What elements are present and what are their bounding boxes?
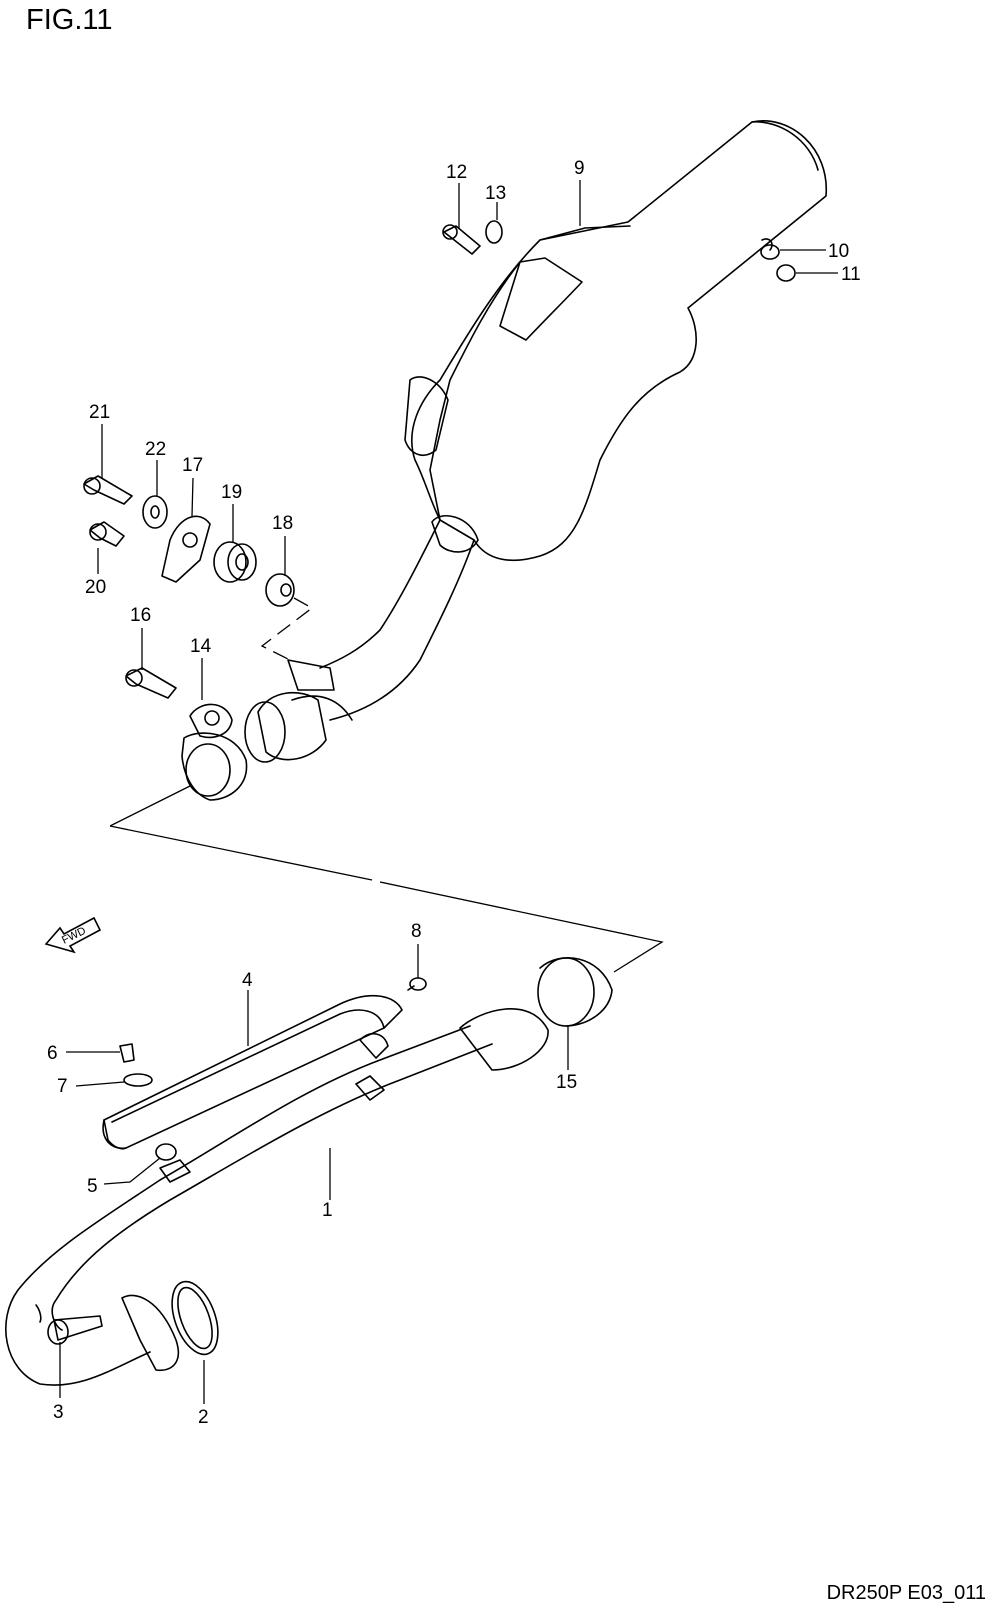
callout-7: 7: [57, 1076, 68, 1097]
washer-part-22: [142, 495, 168, 529]
stud-part-3: [47, 1315, 103, 1345]
callout-2: 2: [198, 1407, 209, 1428]
callout-12: 12: [446, 162, 467, 183]
callout-17: 17: [182, 455, 203, 476]
figure-title: FIG.11: [26, 4, 113, 36]
callout-10: 10: [828, 241, 849, 262]
grommet-part-19: [213, 541, 257, 583]
bolt-part-21: [83, 475, 133, 505]
bolt-part-12: [442, 224, 481, 255]
callout-6: 6: [47, 1043, 58, 1064]
callout-14: 14: [190, 636, 212, 657]
alignment-lines: [109, 597, 664, 973]
callout-13: 13: [485, 183, 506, 204]
drawing-code: DR250P E03_011: [826, 1582, 986, 1604]
callout-22: 22: [145, 439, 166, 460]
bolt-part-16: [125, 667, 177, 699]
exhaust-pipe-part-1: [5, 957, 613, 1386]
connector-pipe: [244, 514, 479, 763]
callout-15: 15: [556, 1072, 577, 1093]
callout-18: 18: [272, 513, 293, 534]
bracket-lower: [159, 1075, 385, 1183]
callout-4: 4: [242, 970, 253, 991]
heat-shield-part-4: [102, 995, 403, 1150]
callout-21: 21: [89, 402, 110, 423]
nut-part-11: [776, 264, 796, 282]
callout-20: 20: [85, 577, 106, 598]
callout-9: 9: [574, 158, 585, 179]
washer-part-5: [155, 1143, 177, 1161]
callout-3: 3: [53, 1402, 64, 1423]
collar-part-18: [265, 573, 295, 607]
washer-part-13: [485, 220, 503, 244]
callout-labels: 1 2 3 4 5 6 7 8 9 10 11 12 13 14 15 16 1…: [47, 158, 861, 1428]
callout-19: 19: [221, 482, 242, 503]
screw-part-6: [119, 1043, 135, 1063]
bolt-part-20: [89, 521, 125, 547]
clamp-part-14: [181, 703, 248, 801]
screw-part-8: [407, 977, 427, 991]
fwd-arrow-icon: FWD: [44, 916, 102, 954]
washer-part-7: [123, 1073, 153, 1087]
bracket-part-17: [161, 515, 211, 583]
washer-part-10: [760, 244, 780, 260]
muffler-part: [404, 120, 827, 562]
callout-8: 8: [411, 921, 422, 942]
leader-lines: [59, 180, 838, 1404]
callout-5: 5: [87, 1176, 98, 1197]
flange-part-2: [121, 1280, 219, 1372]
callout-1: 1: [322, 1200, 333, 1221]
callout-11: 11: [841, 264, 861, 285]
callout-16: 16: [130, 605, 151, 626]
